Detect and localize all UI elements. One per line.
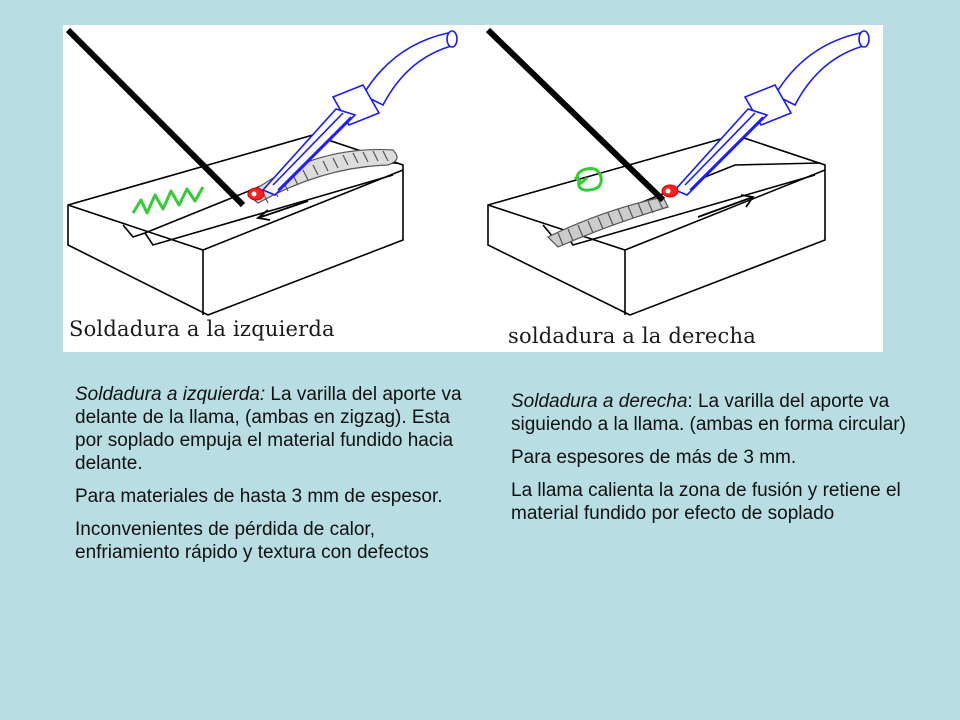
right-description: Soldadura a derecha: La varilla del apor…	[511, 390, 911, 535]
left-paragraph-1-text: La varilla del aporte va delante de la l…	[75, 384, 462, 474]
right-diagram-caption: soldadura a la derecha	[508, 324, 756, 348]
welding-diagram-svg	[65, 27, 870, 316]
left-paragraph-1: Soldadura a izquierda: La varilla del ap…	[75, 383, 470, 475]
left-title: Soldadura a izquierda:	[75, 384, 266, 405]
left-paragraph-2: Para materiales de hasta 3 mm de espesor…	[75, 486, 443, 507]
right-paragraph-3: La llama calienta la zona de fusión y re…	[511, 480, 901, 524]
left-direction-arrow	[255, 200, 309, 221]
left-torch	[261, 30, 458, 196]
right-paragraph-1-text: : La varilla del aporte va siguiendo a l…	[511, 391, 906, 435]
left-description: Soldadura a izquierda: La varilla del ap…	[75, 383, 470, 574]
right-title: Soldadura a derecha	[511, 391, 688, 412]
left-filler-rod	[65, 27, 246, 208]
right-workpiece-block	[487, 134, 826, 316]
right-torch	[673, 30, 870, 196]
right-flame	[661, 184, 679, 198]
left-diagram-caption: Soldadura a la izquierda	[69, 317, 335, 341]
right-paragraph-1: Soldadura a derecha: La varilla del apor…	[511, 390, 911, 436]
right-filler-rod	[485, 27, 666, 203]
right-direction-arrow	[697, 194, 755, 218]
circular-motion-icon	[573, 167, 603, 192]
right-welding-panel	[485, 27, 870, 316]
welding-diagram-figure: Soldadura a la izquierda soldadura a la …	[63, 25, 883, 352]
left-paragraph-3: Inconvenientes de pérdida de calor, enfr…	[75, 519, 429, 563]
right-weld-bead	[546, 196, 669, 248]
zigzag-motion-icon	[131, 186, 205, 215]
left-flame	[247, 187, 265, 201]
right-paragraph-2: Para espesores de más de 3 mm.	[511, 447, 797, 468]
left-welding-panel	[65, 27, 458, 316]
